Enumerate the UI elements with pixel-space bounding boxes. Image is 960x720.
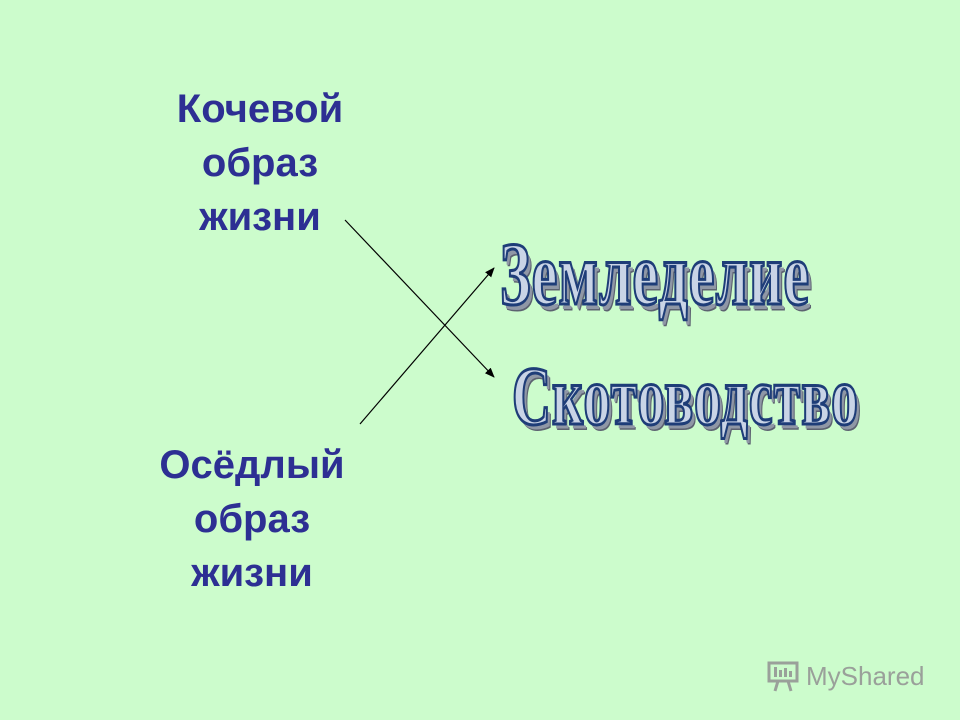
watermark: MyShared — [766, 656, 936, 696]
nomadic-line-1: Кочевой — [176, 87, 344, 131]
term-herding: Скотоводство — [511, 348, 859, 444]
nomadic-line-3: жизни — [199, 195, 321, 239]
arrow-sedentary-to-farming — [359, 267, 495, 425]
sedentary-line-2: образ — [193, 497, 311, 541]
nomadic-lifestyle-label: Кочевой образ жизни — [140, 82, 380, 244]
sedentary-line-1: Осёдлый — [159, 443, 345, 487]
watermark-text: MyShared — [806, 660, 925, 691]
sedentary-line-3: жизни — [191, 551, 313, 595]
presentation-board-icon — [767, 661, 799, 692]
nomadic-line-2: образ — [201, 141, 319, 185]
term-farming: Земледелие — [499, 222, 811, 326]
sedentary-lifestyle-label: Осёдлый образ жизни — [132, 438, 372, 600]
arrow-nomadic-to-herding — [344, 219, 495, 378]
